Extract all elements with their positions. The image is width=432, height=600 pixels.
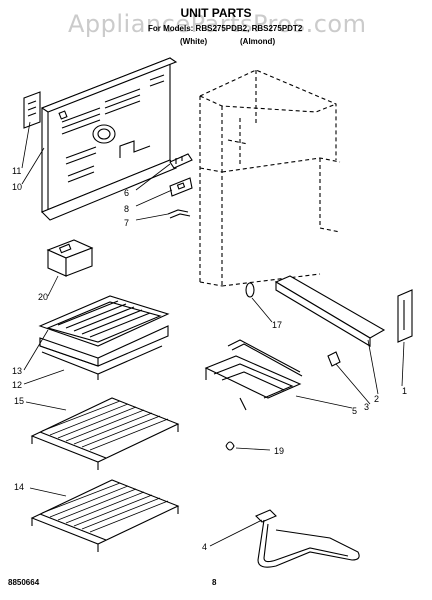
callout-19: 19 <box>274 446 284 456</box>
callout-numbers: 1 2 3 4 5 6 7 8 10 11 12 13 14 15 17 19 … <box>12 166 407 552</box>
broil-pan <box>38 295 170 380</box>
retaining-clip <box>225 441 235 451</box>
callout-12: 12 <box>12 380 22 390</box>
page-number: 8 <box>212 578 217 587</box>
callout-7: 7 <box>124 218 129 228</box>
oven-rack-lower <box>30 479 180 552</box>
callout-6: 6 <box>124 188 129 198</box>
callout-8: 8 <box>124 204 129 214</box>
callout-13: 13 <box>12 366 22 376</box>
color-label-almond: (Almond) <box>240 37 276 46</box>
watermark: AppliancePartsPros.com <box>68 10 367 38</box>
small-bracket <box>23 91 41 129</box>
leader-lines <box>21 121 405 547</box>
color-label-white: (White) <box>180 37 208 46</box>
rail-assembly <box>274 275 413 367</box>
oven-rack-upper <box>30 397 180 470</box>
callout-5: 5 <box>352 406 357 416</box>
callout-17: 17 <box>272 320 282 330</box>
cabinet-frame <box>199 69 341 287</box>
callout-11: 11 <box>12 166 21 176</box>
callout-2: 2 <box>374 394 379 404</box>
callout-4: 4 <box>202 542 207 552</box>
callout-14: 14 <box>14 482 24 492</box>
broil-element <box>204 339 303 411</box>
callout-3: 3 <box>364 402 369 412</box>
diagram-title: UNIT PARTS <box>180 6 252 20</box>
switch-plate <box>169 177 193 197</box>
callout-15: 15 <box>14 396 24 406</box>
bulb-part <box>245 282 255 298</box>
callout-10: 10 <box>12 182 22 192</box>
transformer-box <box>46 239 94 277</box>
clip <box>167 209 191 219</box>
bake-element <box>255 509 360 568</box>
callout-1: 1 <box>402 386 407 396</box>
model-line: For Models: RBS275PDB2, RBS275PDT2 <box>148 24 303 33</box>
footer-code: 8850664 <box>8 578 40 587</box>
terminal-block <box>169 153 193 169</box>
callout-20: 20 <box>38 292 48 302</box>
back-panel <box>40 57 178 221</box>
